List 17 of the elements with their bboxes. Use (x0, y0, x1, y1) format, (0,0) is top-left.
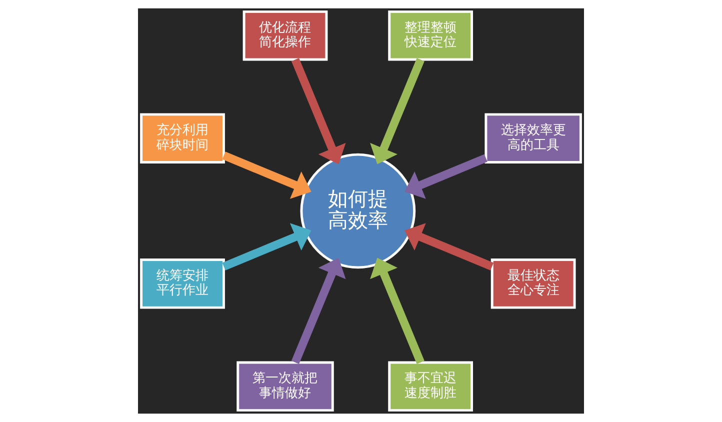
node-box: 事不宜迟速度制胜 (388, 361, 473, 412)
node-box: 优化流程简化操作 (242, 10, 328, 61)
arrow (404, 154, 488, 199)
node-circle: 如何提高效率 (300, 153, 416, 269)
node-box: 统筹安排平行作业 (140, 258, 225, 309)
arrow (404, 223, 494, 270)
arrow (370, 58, 424, 164)
node-box: 第一次就把事情做好 (236, 361, 334, 412)
arrow (291, 258, 346, 364)
arrow (291, 58, 346, 164)
arrow (370, 258, 424, 364)
node-box: 整理整顿快速定位 (388, 10, 473, 61)
node-box: 最佳状态全心专注 (490, 258, 576, 309)
node-box: 选择效率更高的工具 (484, 113, 582, 164)
arrow (222, 223, 312, 270)
node-box: 充分利用碎块时间 (140, 113, 225, 164)
arrow (222, 152, 312, 199)
